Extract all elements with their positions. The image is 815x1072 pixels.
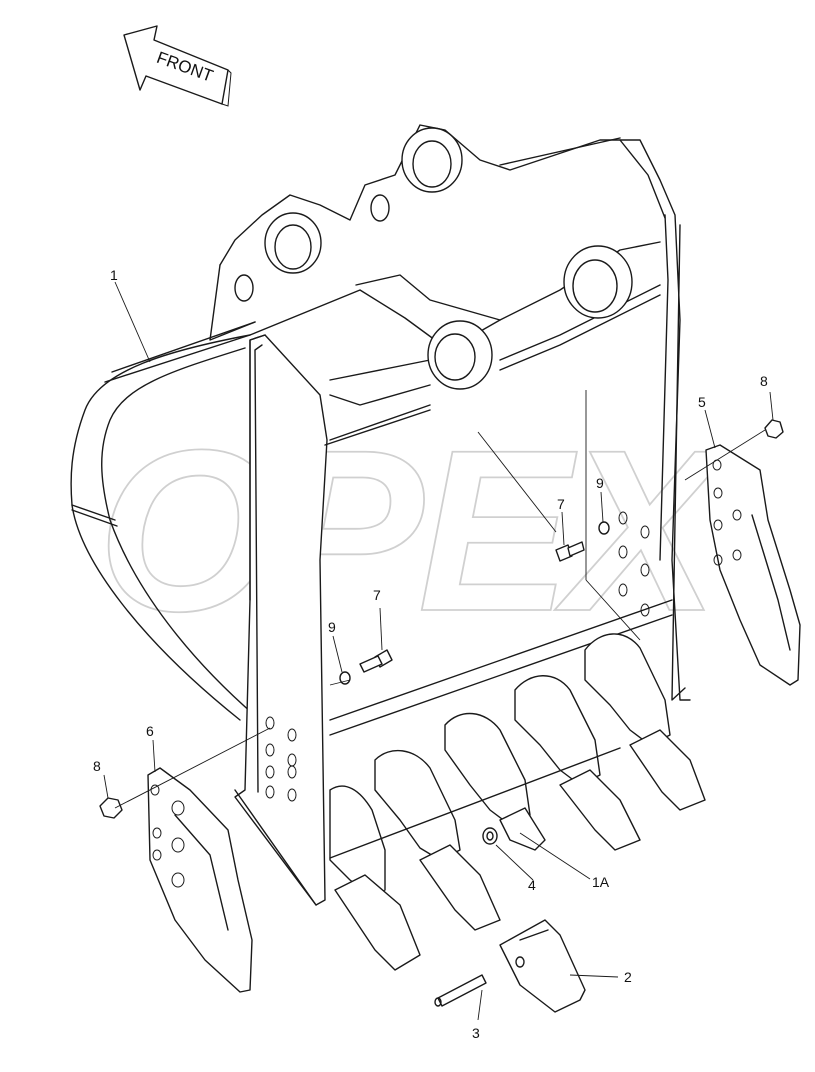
callouts: 1 1A 2 3 4 5 6 7 7 8 8 9 9 bbox=[93, 267, 768, 1041]
nut-8-right bbox=[764, 419, 784, 439]
washer-9-right bbox=[598, 521, 610, 535]
callout-1a: 1A bbox=[592, 874, 610, 890]
loose-tooth bbox=[499, 919, 586, 1013]
pin-part bbox=[434, 974, 487, 1007]
teeth-row bbox=[329, 633, 706, 971]
callout-4: 4 bbox=[528, 877, 536, 893]
front-arrow: FRONT bbox=[123, 25, 232, 107]
callout-9-left: 9 bbox=[328, 619, 336, 635]
side-cutter-left bbox=[147, 767, 253, 993]
pin-boss-upper bbox=[401, 127, 463, 193]
bolt-left bbox=[359, 649, 393, 673]
pin-boss-right bbox=[563, 245, 633, 319]
callout-6: 6 bbox=[146, 723, 154, 739]
callout-8-right: 8 bbox=[760, 373, 768, 389]
watermark-text: OPEX bbox=[97, 402, 730, 659]
side-cutter-right bbox=[705, 444, 801, 686]
pin-boss-left bbox=[264, 212, 322, 274]
leader-lines bbox=[103, 281, 774, 1021]
callout-2: 2 bbox=[624, 969, 632, 985]
watermark: OPEX bbox=[97, 401, 738, 660]
callout-7-left: 7 bbox=[373, 587, 381, 603]
nut-8-left bbox=[99, 797, 123, 819]
callout-9-right: 9 bbox=[596, 475, 604, 491]
bolt-right bbox=[555, 541, 585, 562]
callout-8-left: 8 bbox=[93, 758, 101, 774]
callout-3: 3 bbox=[472, 1025, 480, 1041]
callout-5: 5 bbox=[698, 394, 706, 410]
pin-boss-lower bbox=[427, 320, 493, 390]
callout-7-right: 7 bbox=[557, 496, 565, 512]
callout-1: 1 bbox=[110, 267, 118, 283]
washer-part bbox=[482, 827, 498, 845]
